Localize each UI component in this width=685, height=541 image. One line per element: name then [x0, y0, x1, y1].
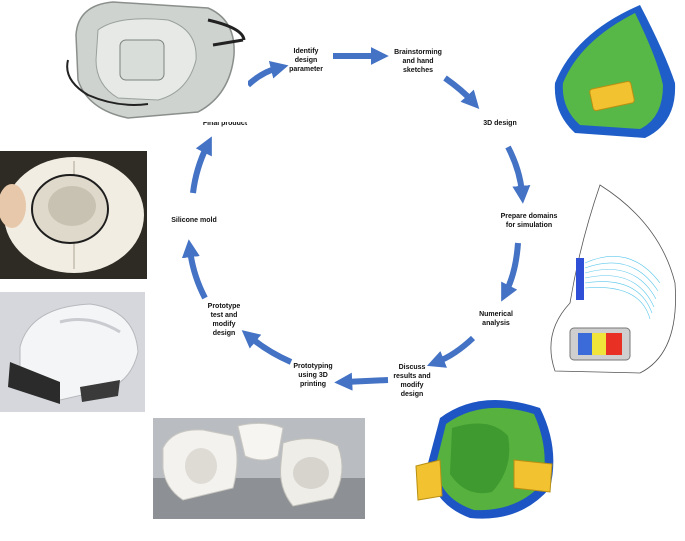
arrow-9 [181, 239, 208, 300]
arrow-7 [334, 372, 389, 391]
step-prepare-domains: Prepare domains for simulation [500, 213, 558, 229]
simulation-flow-render [550, 184, 676, 374]
3d-design-render-side [554, 5, 676, 138]
step-prototyping-3d-printing: Prototyping using 3D printing [293, 363, 333, 388]
final-product-mask-photo [58, 0, 248, 122]
step-brainstorming: Brainstorming and hand sketches [394, 49, 442, 74]
arrow-1 [245, 61, 289, 88]
modified-design-render [415, 400, 554, 519]
arrow-3 [443, 75, 480, 109]
arrow-10 [190, 136, 212, 194]
step-silicone-mold: Silicone mold [171, 217, 217, 224]
arrow-8 [241, 330, 293, 365]
step-discuss-results: Discuss results and modify design [393, 364, 431, 398]
arrow-6 [426, 335, 476, 368]
silicone-mold-photo [0, 151, 147, 279]
prototype-test-photo [0, 292, 145, 412]
step-prototype-test: Prototype test and modify design [207, 303, 241, 337]
step-3d-design: 3D design [483, 120, 517, 127]
3d-printed-parts-photo [153, 418, 365, 519]
arrow-5 [501, 242, 521, 302]
step-identify-design-parameter: Identify design parameter [289, 48, 323, 73]
step-final-product: Final product [202, 120, 248, 127]
arrow-4 [505, 145, 531, 204]
step-numerical-analysis: Numerical analysis [479, 311, 513, 327]
